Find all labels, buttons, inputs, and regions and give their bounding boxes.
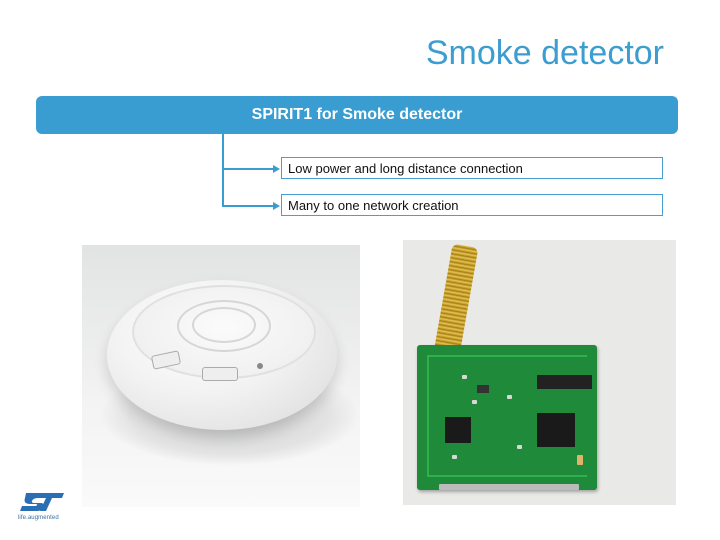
connector-branch-2: [222, 205, 274, 207]
slide-title: Smoke detector: [425, 34, 664, 72]
bullet-label: Many to one network creation: [288, 197, 459, 213]
arrow-right-icon: [273, 202, 280, 210]
bullet-box-2: Many to one network creation: [281, 194, 663, 216]
arrow-right-icon: [273, 165, 280, 173]
banner-label: SPIRIT1 for Smoke detector: [251, 106, 463, 123]
connector-vertical: [222, 134, 224, 207]
section-banner: SPIRIT1 for Smoke detector: [36, 96, 678, 134]
bullet-label: Low power and long distance connection: [288, 160, 523, 176]
brand-logo: life.augmented: [18, 490, 70, 521]
bullet-box-1: Low power and long distance connection: [281, 157, 663, 179]
rf-module-image: [403, 240, 676, 505]
smoke-detector-image: [82, 245, 360, 507]
connector-branch-1: [222, 168, 274, 170]
logo-tagline: life.augmented: [18, 515, 59, 521]
